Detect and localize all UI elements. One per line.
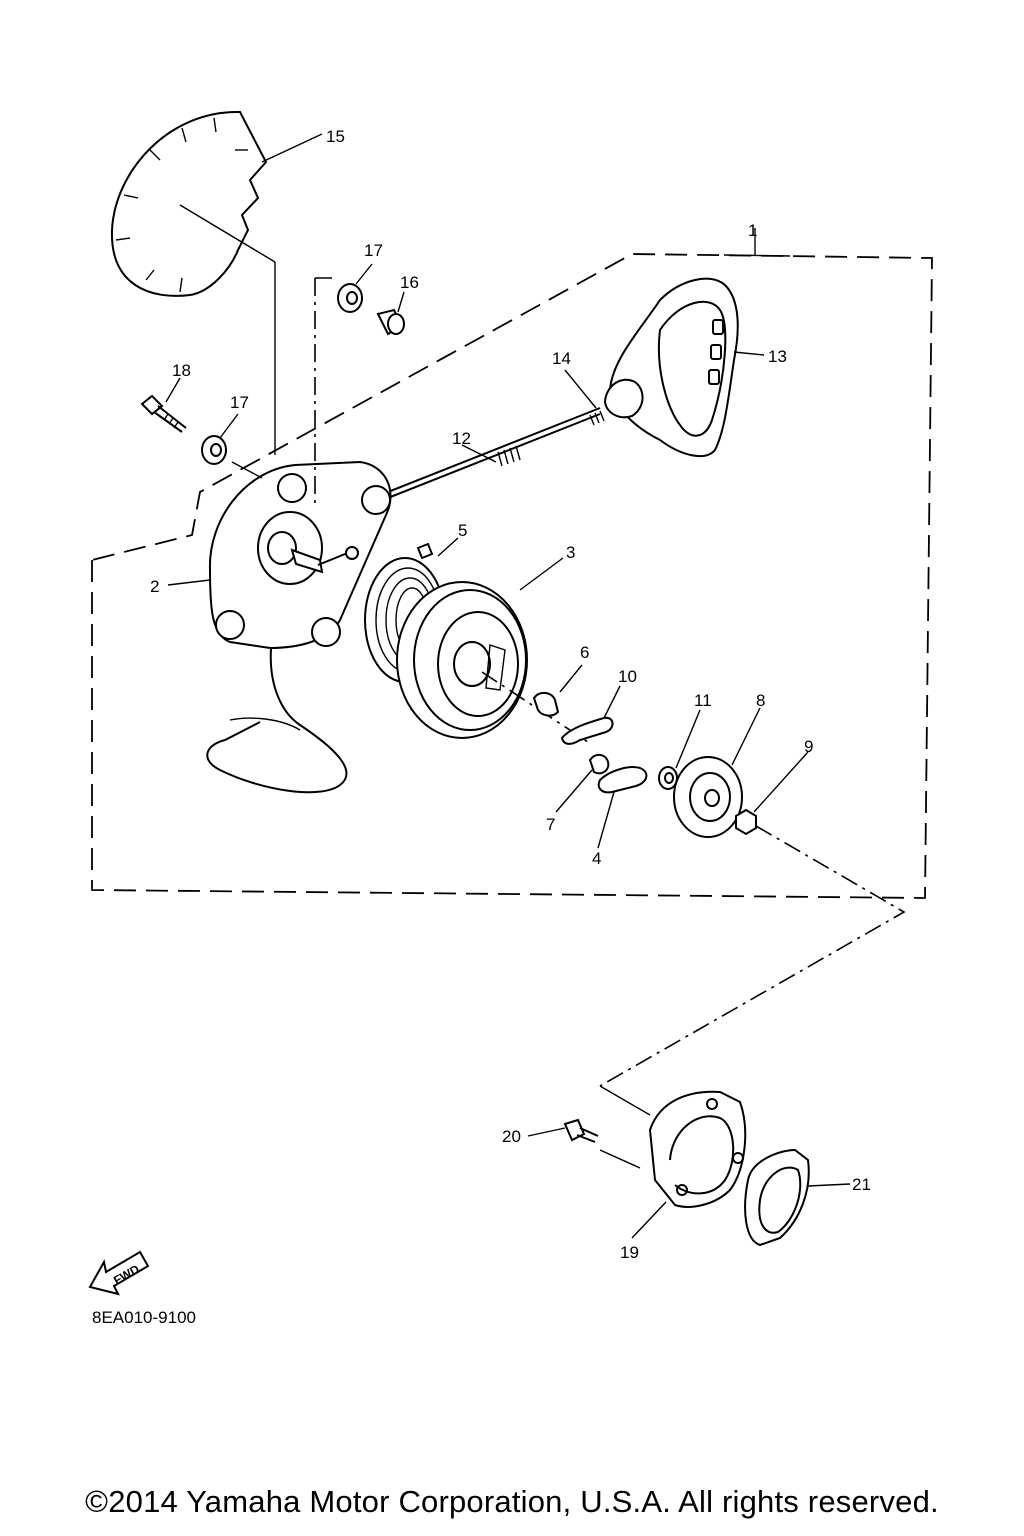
label-20: 20 (502, 1127, 521, 1146)
copyright-notice: ©2014 Yamaha Motor Corporation, U.S.A. A… (85, 1484, 939, 1519)
part-19-cover (599, 1085, 747, 1208)
part-8-friction-plate (673, 756, 743, 838)
part-4-plate (597, 766, 648, 794)
part-7-spring (588, 754, 610, 775)
label-18: 18 (172, 361, 191, 380)
label-9: 9 (804, 737, 813, 756)
label-11: 11 (694, 691, 712, 710)
part-13-handle (603, 277, 739, 458)
label-12: 12 (452, 429, 471, 448)
part-labels: 1 2 3 4 5 6 7 8 9 10 11 12 13 14 15 16 1… (150, 127, 871, 1262)
label-17-lower: 17 (230, 393, 249, 412)
leader-lines (165, 133, 851, 1239)
diagram-code: 8EA010-9100 (92, 1308, 196, 1327)
label-6: 6 (580, 643, 589, 662)
part-15-decal (110, 110, 276, 455)
label-8: 8 (756, 691, 765, 710)
part-16-bushing (376, 308, 405, 336)
part-17-collar-upper (337, 283, 363, 313)
part-18-bolt (140, 394, 187, 433)
label-2: 2 (150, 577, 159, 596)
label-5: 5 (458, 521, 467, 540)
part-21-gasket (744, 1148, 810, 1247)
part-2-housing (208, 460, 392, 650)
label-1: 1 (748, 221, 757, 240)
part-20-bolt (563, 1118, 641, 1169)
label-7: 7 (546, 815, 555, 834)
part-3-pulley (396, 581, 589, 743)
label-10: 10 (618, 667, 637, 686)
label-19: 19 (620, 1243, 639, 1262)
label-17-upper: 17 (364, 241, 383, 260)
label-3: 3 (566, 543, 575, 562)
part-10-pawl (560, 716, 614, 745)
fwd-arrow: FWD (88, 1250, 150, 1296)
label-14: 14 (552, 349, 571, 368)
label-4: 4 (592, 849, 601, 868)
part-9-nut (599, 808, 906, 1087)
label-13: 13 (768, 347, 787, 366)
label-16: 16 (400, 273, 419, 292)
label-15: 15 (326, 127, 345, 146)
part-17-collar-lower (201, 435, 263, 479)
label-21: 21 (852, 1175, 871, 1194)
part-6-spring (532, 692, 560, 717)
